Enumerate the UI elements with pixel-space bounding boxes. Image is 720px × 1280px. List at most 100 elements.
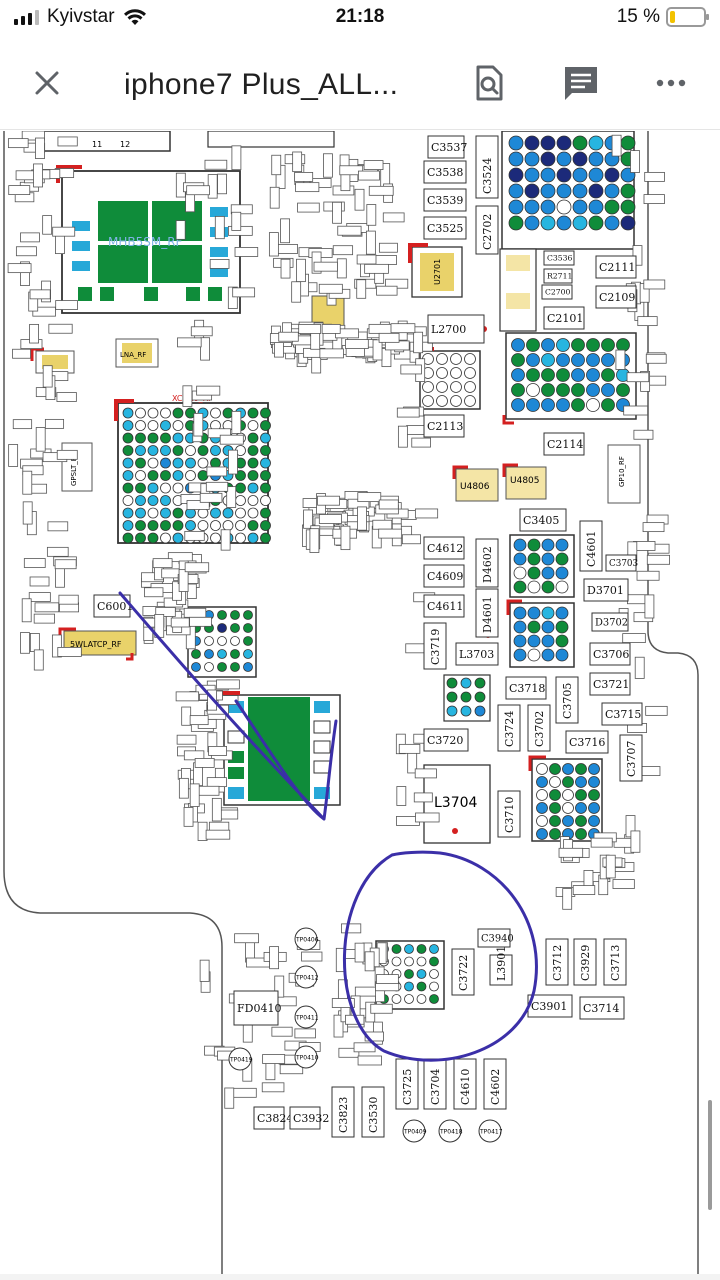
bga-ball <box>147 432 159 444</box>
bga-ball <box>436 395 448 407</box>
bga-ball <box>222 520 234 531</box>
bga-ball <box>572 151 588 167</box>
passive-component <box>15 246 37 257</box>
passive-component <box>406 425 426 435</box>
passive-component <box>170 617 190 628</box>
bga-ball <box>586 398 600 412</box>
svg-text:C3706: C3706 <box>593 648 629 661</box>
passive-component <box>29 289 51 300</box>
bga-ball <box>541 648 555 662</box>
passive-component <box>20 232 40 243</box>
passive-component <box>217 173 227 195</box>
left-mid-bga <box>416 347 481 410</box>
passive-component <box>33 163 43 188</box>
component-label: C6001 <box>93 594 133 618</box>
bga-ball <box>217 636 227 646</box>
passive-component <box>623 405 649 416</box>
bga-ball <box>197 457 209 469</box>
passive-component <box>309 528 320 553</box>
comment-icon[interactable] <box>560 62 602 104</box>
bga-ball <box>540 151 556 167</box>
bga-ball <box>135 432 146 444</box>
search-document-icon[interactable] <box>468 62 510 104</box>
bga-ball <box>416 944 427 954</box>
component-label: D3702 <box>591 612 629 632</box>
passive-component <box>332 201 342 224</box>
component-label: C3719 <box>423 622 447 670</box>
passive-component <box>338 1047 360 1058</box>
bga-ball <box>210 507 221 519</box>
passive-component <box>44 418 65 429</box>
bga-ball <box>436 381 448 393</box>
bga-ball <box>513 620 527 634</box>
passive-component <box>645 353 667 364</box>
bga-ball <box>555 606 569 620</box>
bga-ball <box>160 445 171 456</box>
bga-ball <box>527 580 541 594</box>
svg-text:C3525: C3525 <box>427 222 463 235</box>
bga-ball <box>604 215 620 231</box>
component-label: C2111 <box>595 255 637 279</box>
bga-ball <box>556 353 570 367</box>
svg-text:TP0417: TP0417 <box>479 1129 503 1136</box>
passive-component <box>234 247 259 257</box>
bga-ball <box>586 338 600 352</box>
bga-ball <box>235 470 246 481</box>
passive-component <box>279 1064 304 1075</box>
passive-component <box>207 428 231 439</box>
component-label: C3721 <box>589 672 631 696</box>
bga-ball <box>562 789 574 801</box>
component-label: C3702 <box>527 704 551 752</box>
component-label: C4612 <box>423 536 465 560</box>
svg-text:R2711: R2711 <box>547 272 572 281</box>
bga-ball <box>555 634 569 648</box>
passive-component <box>22 465 44 476</box>
passive-component <box>48 323 73 334</box>
bga-ball <box>555 620 569 634</box>
passive-component <box>184 562 210 573</box>
passive-component <box>33 649 44 671</box>
carrier-name: Kyivstar <box>47 6 115 27</box>
board-outline <box>3 131 699 1280</box>
bga-ball <box>135 532 146 544</box>
bga-ball <box>536 789 548 801</box>
bga-ball <box>235 482 246 494</box>
gp10-label: GP10_RF <box>618 456 626 487</box>
svg-text:C2101: C2101 <box>547 312 583 325</box>
gpslt-label: GPSLT_RF <box>70 452 78 486</box>
bga-ball <box>450 353 462 365</box>
passive-component <box>625 815 636 838</box>
component-label: C3940 <box>477 928 514 948</box>
bga-ball <box>540 135 556 151</box>
bga-ball <box>172 482 184 494</box>
bga-ball <box>541 538 555 552</box>
close-icon[interactable] <box>30 66 64 100</box>
bga-ball <box>429 994 439 1004</box>
passive-component <box>644 171 665 182</box>
svg-text:L3704: L3704 <box>434 795 478 811</box>
bga-ball <box>135 495 146 506</box>
passive-component <box>414 508 439 519</box>
svg-text:C4609: C4609 <box>427 570 463 583</box>
svg-text:TP0411: TP0411 <box>295 1015 319 1022</box>
passive-component <box>397 425 408 448</box>
bga-ball <box>135 457 146 469</box>
more-icon[interactable] <box>650 62 692 104</box>
passive-component <box>231 410 242 434</box>
bga-ball <box>511 338 525 352</box>
lna-label: LNA_RF <box>120 351 146 359</box>
passive-component <box>12 419 33 430</box>
bga-ball <box>450 395 462 407</box>
passive-component <box>642 522 665 533</box>
bga-ball <box>572 183 588 199</box>
bga-ball <box>147 482 159 494</box>
svg-text:C3725: C3725 <box>401 1069 414 1105</box>
bga-ball <box>541 383 555 397</box>
scrollbar-thumb[interactable] <box>708 1100 712 1210</box>
bga-ball <box>191 649 201 659</box>
passive-component <box>370 1003 393 1014</box>
passive-component <box>396 407 420 418</box>
bga-ball <box>404 994 414 1004</box>
bga-ball <box>571 368 585 382</box>
